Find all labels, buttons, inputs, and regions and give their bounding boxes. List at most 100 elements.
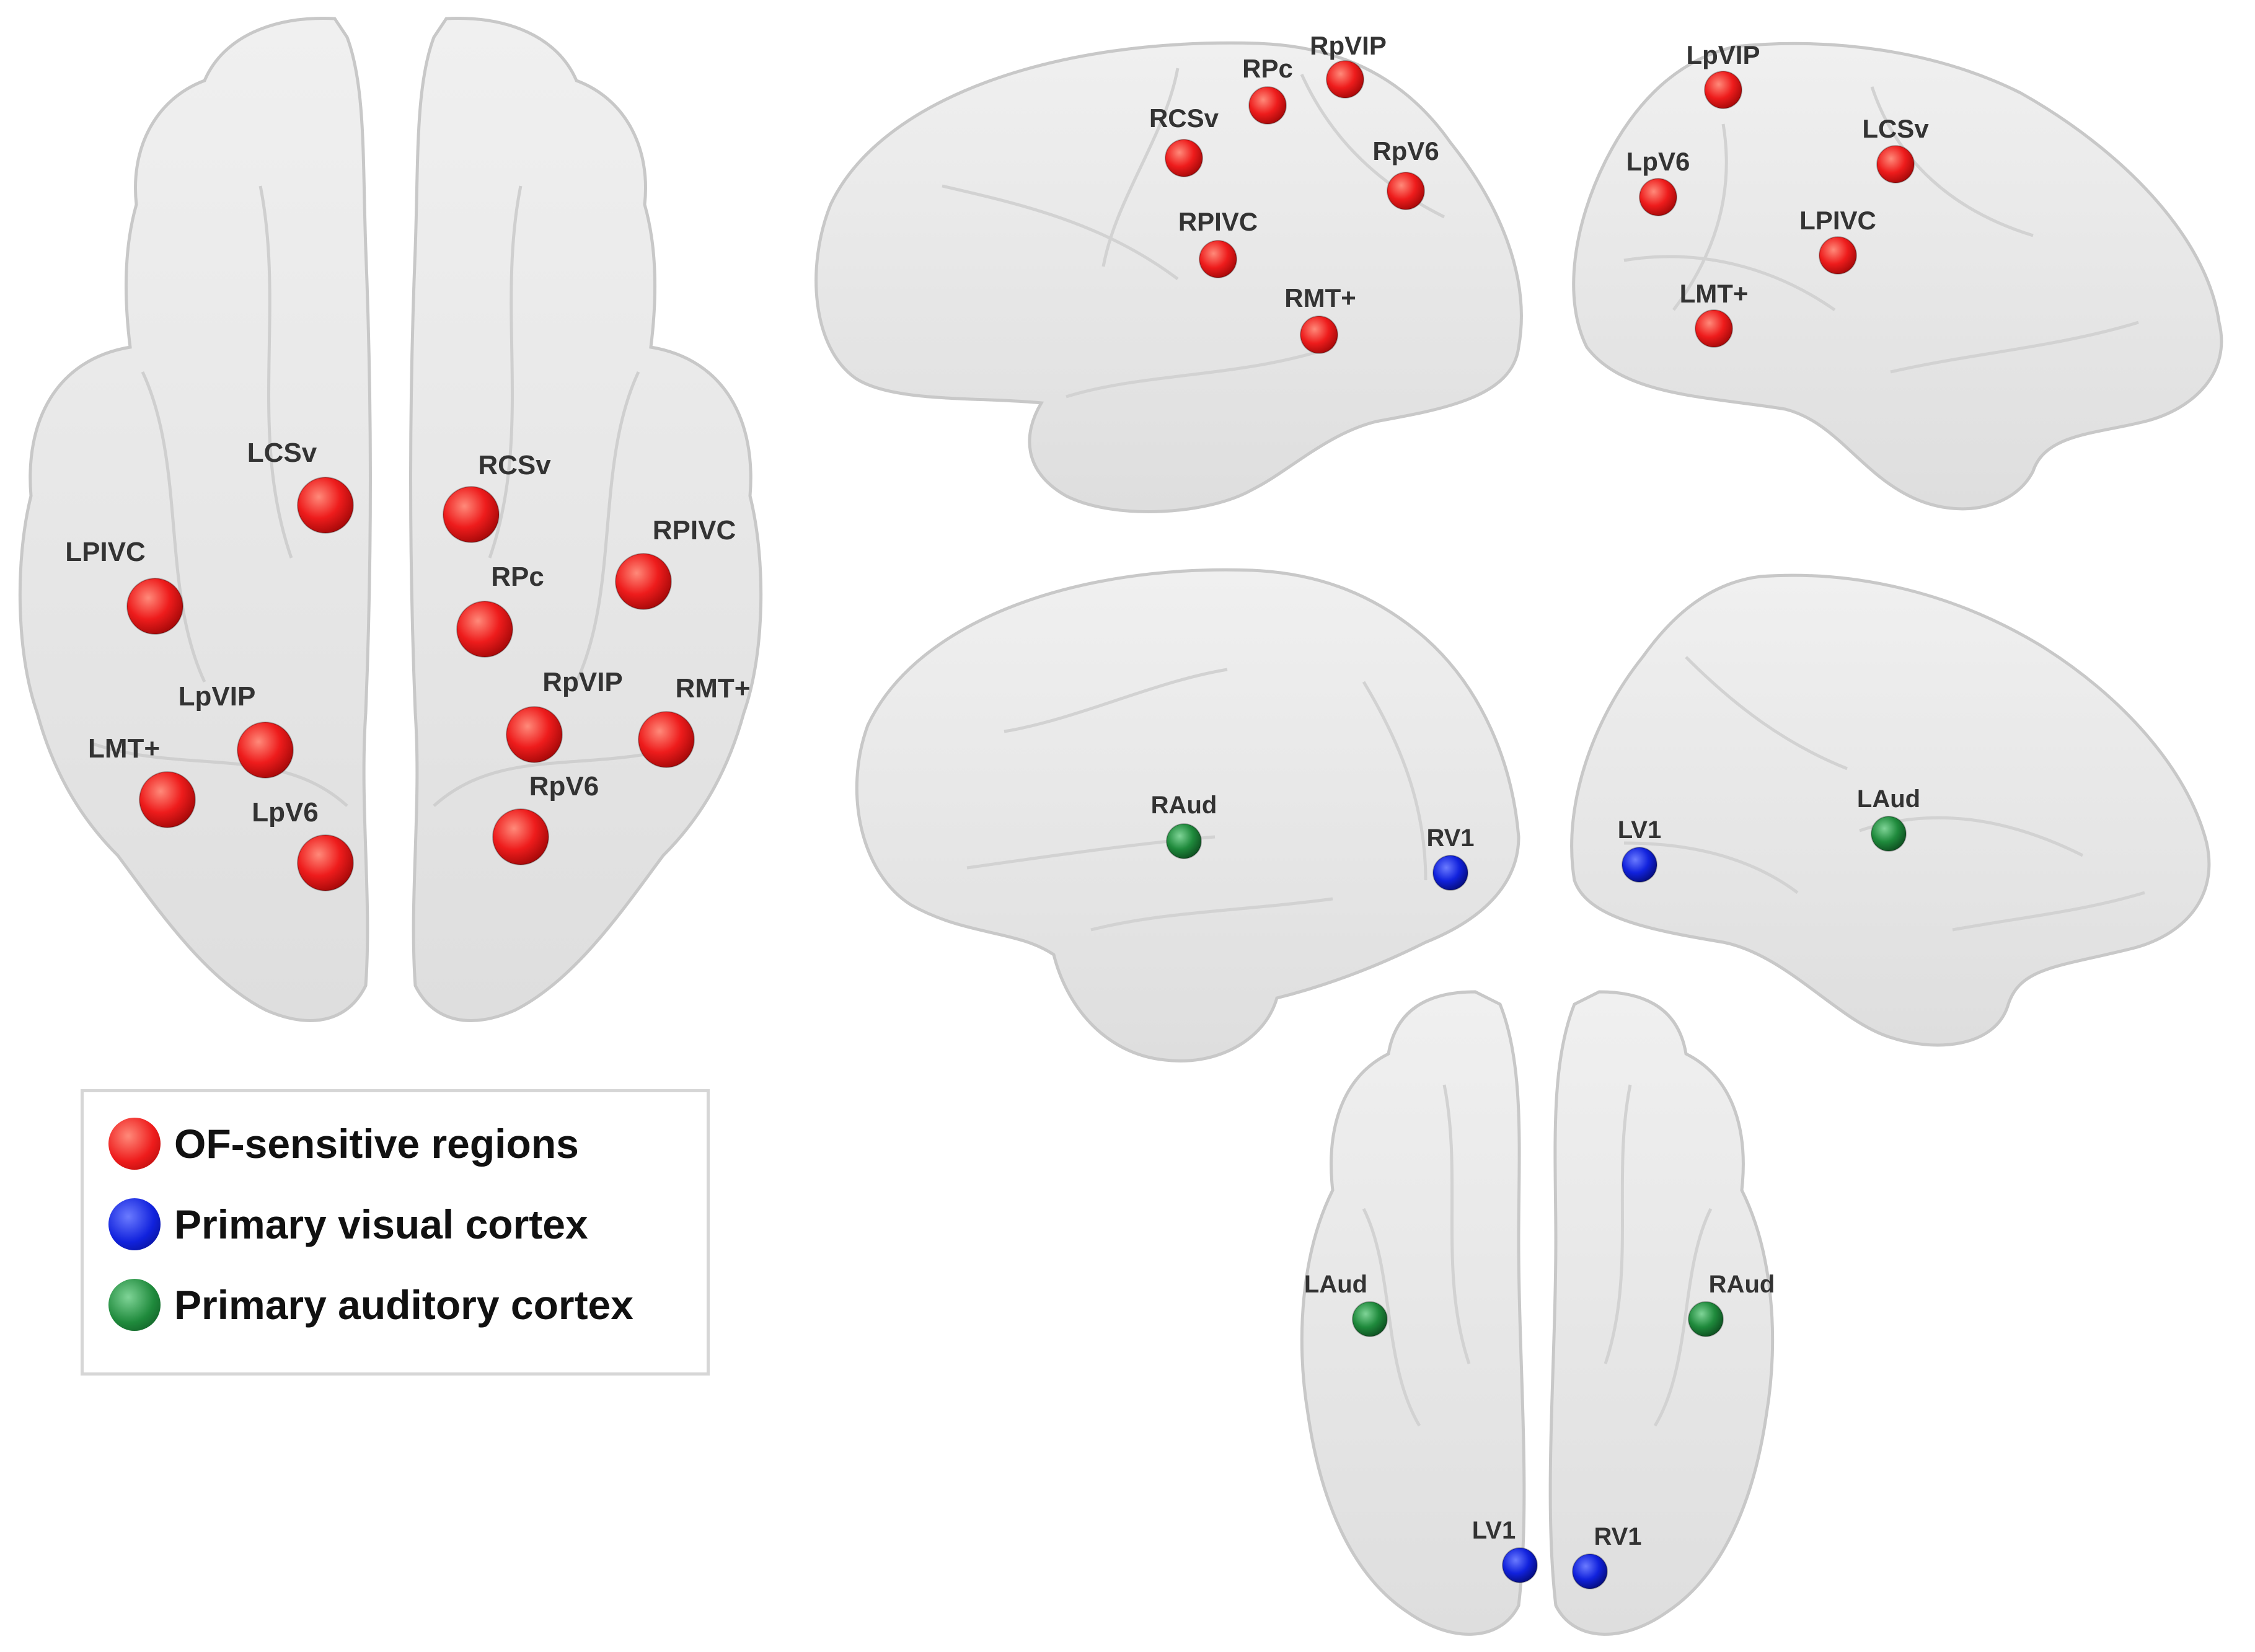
roi-marker-label: RpVIP <box>542 667 623 697</box>
roi-marker-dot <box>1300 316 1338 354</box>
roi-marker-label: RPIVC <box>653 515 736 546</box>
roi-marker-dot <box>1819 236 1857 275</box>
roi-marker-dot <box>1876 145 1915 183</box>
roi-marker: LMT+ <box>1680 279 1748 348</box>
roi-marker-label: RpVIP <box>1310 31 1387 60</box>
roi-marker-dot <box>1695 309 1733 348</box>
legend-label: Primary visual cortex <box>174 1201 588 1247</box>
roi-marker-label: LMT+ <box>88 733 160 764</box>
roi-marker: RpVIP <box>1310 31 1387 99</box>
roi-marker-dot <box>492 808 549 865</box>
right-hemisphere-axial <box>409 17 763 1022</box>
roi-marker-label: RPc <box>491 562 544 592</box>
roi-marker-label: LV1 <box>1618 816 1661 844</box>
legend-label: Primary auditory cortex <box>174 1282 633 1328</box>
roi-marker: RPc <box>1242 54 1293 125</box>
roi-marker-label: RAud <box>1151 792 1217 819</box>
roi-marker-dot <box>1704 71 1742 109</box>
roi-marker-label: RAud <box>1709 1271 1775 1298</box>
roi-marker-dot <box>1352 1301 1388 1337</box>
roi-marker-dot <box>139 771 196 828</box>
roi-marker: LV1 <box>1472 1517 1538 1583</box>
roi-marker-dot <box>1387 172 1425 210</box>
roi-marker-label: LCSv <box>247 438 317 468</box>
roi-marker-dot <box>1166 823 1202 859</box>
legend-item-primary-auditory: Primary auditory cortex <box>108 1277 633 1333</box>
primary-visual-swatch-icon <box>108 1198 161 1250</box>
roi-marker-label: RMT+ <box>1284 283 1356 312</box>
roi-marker-dot <box>1622 847 1657 883</box>
roi-marker: RpVIP <box>506 667 623 763</box>
roi-marker: LV1 <box>1618 816 1661 883</box>
roi-marker-dot <box>1502 1547 1538 1583</box>
roi-marker: LAud <box>1304 1271 1388 1337</box>
roi-marker: LPIVC <box>1799 206 1876 275</box>
roi-marker-dot <box>443 486 500 543</box>
roi-marker-label: RpV6 <box>529 771 599 802</box>
roi-marker-dot <box>1688 1301 1724 1337</box>
roi-marker-dot <box>1639 178 1677 216</box>
roi-marker: RV1 <box>1426 824 1475 891</box>
roi-marker-label: RV1 <box>1426 824 1474 852</box>
roi-marker: RPc <box>456 562 544 658</box>
roi-marker: RV1 <box>1572 1523 1642 1589</box>
roi-marker: LCSv <box>247 438 354 534</box>
roi-marker-label: LpV6 <box>252 797 319 828</box>
roi-marker: LCSv <box>1862 114 1929 183</box>
roi-marker-label: RCSv <box>478 450 551 480</box>
roi-marker-dot <box>1326 60 1364 99</box>
roi-marker-dot <box>297 834 354 891</box>
axial-of-brain <box>18 17 763 1022</box>
roi-marker-label: LAud <box>1304 1271 1367 1298</box>
medial-left-of-brain <box>1572 42 2223 511</box>
roi-marker: RCSv <box>1149 104 1219 177</box>
roi-marker-dot <box>126 578 183 635</box>
roi-marker-label: RCSv <box>1149 104 1219 133</box>
roi-marker-label: RpV6 <box>1372 136 1439 166</box>
roi-marker-label: LpVIP <box>1686 40 1760 69</box>
roi-marker-label: LPIVC <box>1799 206 1876 235</box>
roi-marker-label: RV1 <box>1594 1523 1641 1550</box>
roi-marker-label: LV1 <box>1472 1517 1516 1544</box>
medial-left-primary-brain <box>1570 573 2211 1047</box>
roi-marker: RAud <box>1151 792 1217 859</box>
roi-marker-dot <box>1199 240 1237 278</box>
legend-label: OF-sensitive regions <box>174 1121 579 1167</box>
roi-marker-label: RMT+ <box>676 673 751 704</box>
legend-item-of-sensitive: OF-sensitive regions <box>108 1116 579 1172</box>
roi-marker: RMT+ <box>1284 283 1356 354</box>
of-sensitive-swatch-icon <box>108 1118 161 1170</box>
roi-marker: RPIVC <box>615 515 736 610</box>
roi-marker: LPIVC <box>65 537 183 635</box>
roi-marker: LpVIP <box>179 681 294 779</box>
roi-marker-dot <box>506 706 563 763</box>
roi-marker-label: LpVIP <box>179 681 256 712</box>
lateral-right-of-brain <box>814 41 1523 513</box>
roi-marker: LpV6 <box>1626 147 1690 216</box>
roi-marker-label: RPIVC <box>1178 207 1258 236</box>
lateral-right-primary-brain <box>855 568 1520 1062</box>
roi-marker-dot <box>1871 816 1907 852</box>
legend-item-primary-visual: Primary visual cortex <box>108 1196 588 1252</box>
roi-marker: LpVIP <box>1686 40 1760 109</box>
roi-marker-dot <box>615 553 672 610</box>
roi-marker-label: RPc <box>1242 54 1293 83</box>
roi-marker-label: LPIVC <box>65 537 146 567</box>
roi-marker: LpV6 <box>252 797 354 891</box>
roi-marker-dot <box>297 477 354 534</box>
primary-auditory-swatch-icon <box>108 1279 161 1331</box>
roi-marker: RpV6 <box>492 771 599 865</box>
axial-primary-brain <box>1300 990 1775 1636</box>
roi-marker-dot <box>237 722 294 779</box>
roi-marker-label: LpV6 <box>1626 147 1690 176</box>
roi-marker-dot <box>1432 855 1468 891</box>
roi-marker: RPIVC <box>1178 207 1258 278</box>
roi-marker-label: LCSv <box>1862 114 1929 143</box>
roi-marker: RMT+ <box>638 673 751 768</box>
roi-marker-dot <box>638 711 695 768</box>
roi-marker-dot <box>1165 139 1203 177</box>
roi-marker: RAud <box>1688 1271 1775 1337</box>
